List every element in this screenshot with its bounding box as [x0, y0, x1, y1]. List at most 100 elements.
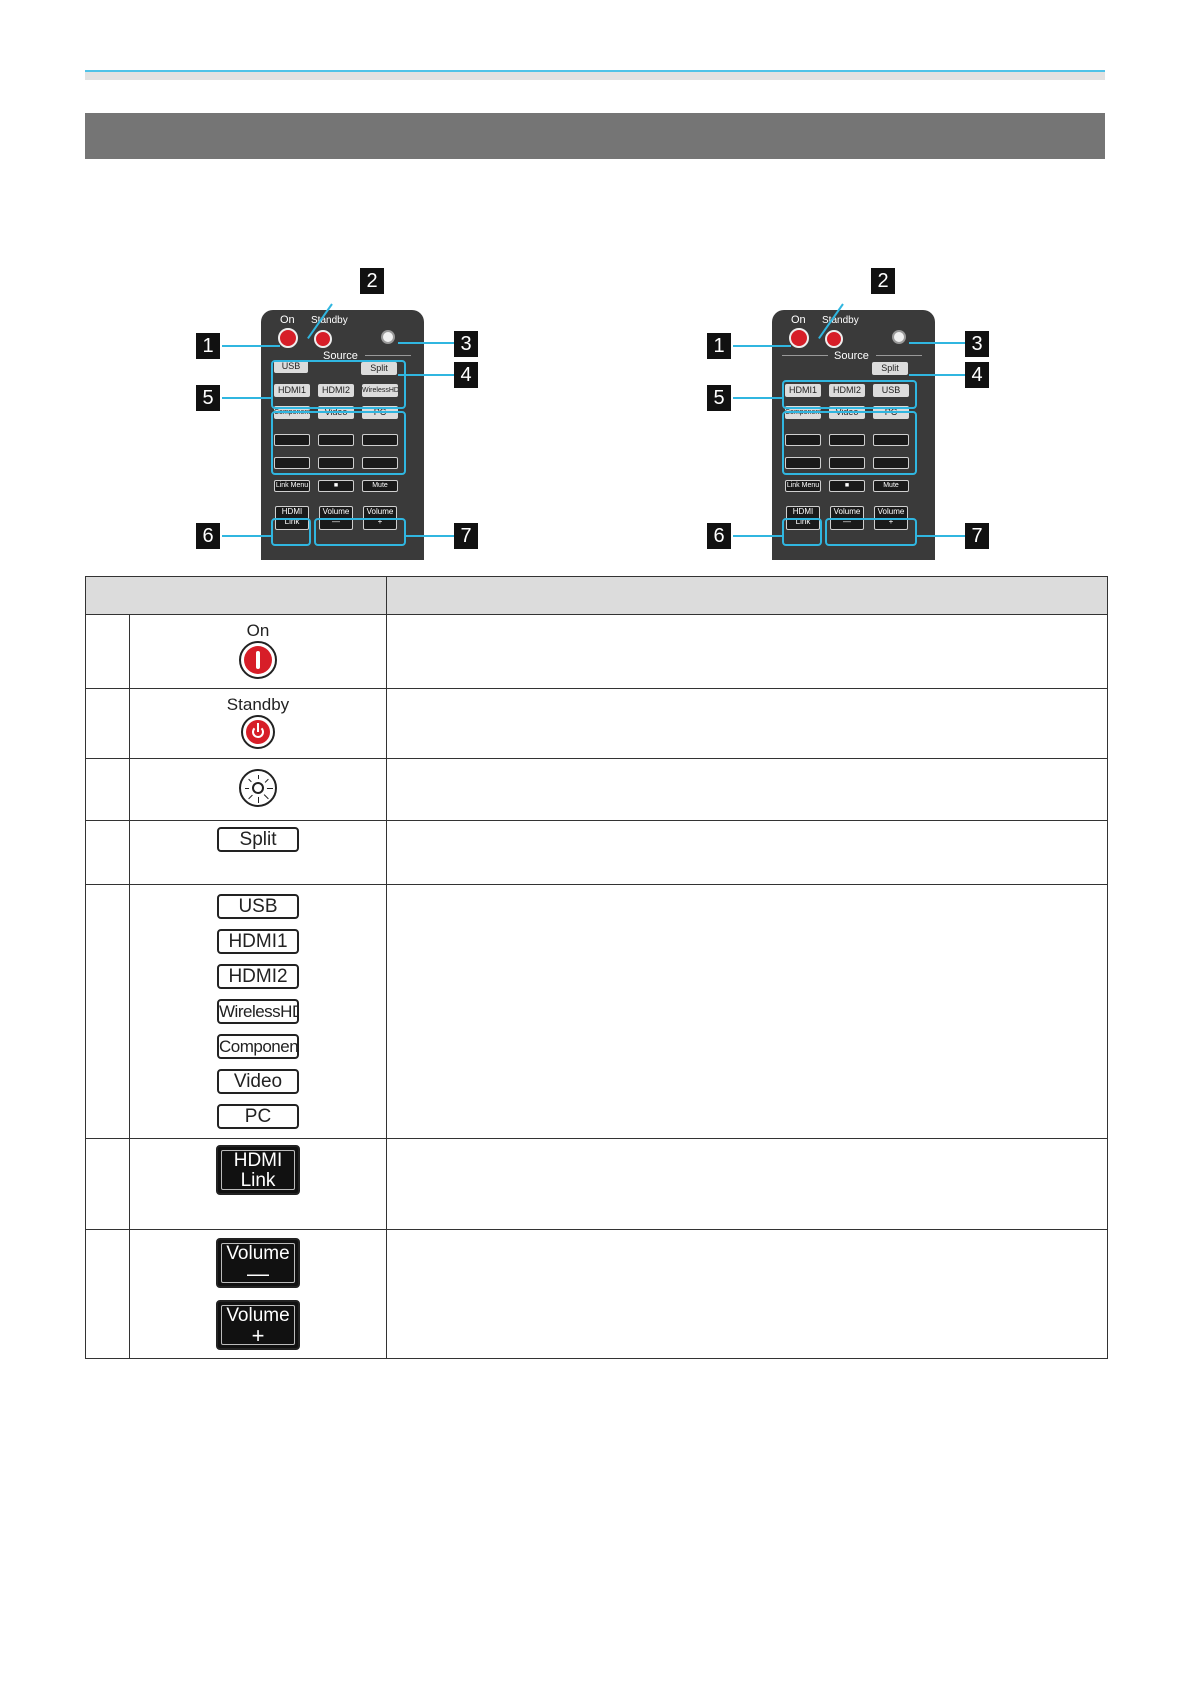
callout-1: 1	[196, 333, 220, 359]
callout-2: 2	[360, 268, 384, 294]
on-power-icon	[789, 328, 809, 348]
standby-power-icon	[314, 330, 332, 348]
play-button	[318, 434, 354, 446]
hdmi-link-top: HDMI	[792, 507, 814, 516]
usb-button: USB	[274, 360, 308, 373]
mute-button: Mute	[873, 480, 909, 492]
remote-figure-left: On Standby Source Split USB HDMI1 HDMI2 …	[192, 268, 492, 560]
standby-caption: Standby	[226, 694, 290, 714]
row-button-cell: On	[129, 614, 387, 689]
link-menu-button: Link Menu	[274, 480, 310, 492]
callout-4: 4	[965, 362, 989, 388]
hdmi-link-bottom: Link	[795, 517, 811, 526]
split-key: Split	[217, 827, 299, 852]
callout-line-7	[406, 535, 454, 537]
table-row: USB HDMI1 HDMI2 WirelessHD Component Vid…	[85, 884, 1108, 1139]
illumination-icon	[239, 768, 277, 807]
callout-line-5	[733, 397, 782, 399]
hdmi-link-top: HDMI	[281, 507, 303, 516]
callout-line-1	[222, 345, 280, 347]
pc-key: PC	[217, 1104, 299, 1129]
volume-plus-key: Volume +	[216, 1300, 300, 1350]
callout-line-1	[733, 345, 791, 347]
split-button: Split	[872, 362, 908, 375]
callout-7: 7	[965, 523, 989, 549]
hdmi2-key: HDMI2	[217, 964, 299, 989]
callout-line-4	[909, 374, 965, 376]
row-function-cell	[386, 758, 1108, 821]
header-rule	[85, 70, 1105, 72]
callout-1: 1	[707, 333, 731, 359]
plus-sign: +	[377, 517, 383, 526]
hdmi1-button: HDMI1	[274, 384, 310, 397]
source-divider-left	[782, 355, 828, 356]
table-row: On	[85, 614, 1108, 689]
row-number-cell	[85, 820, 130, 885]
on-label: On	[791, 314, 806, 326]
pause-button	[829, 457, 865, 469]
hdmi-link-bottom: Link	[284, 517, 300, 526]
callout-2: 2	[871, 268, 895, 294]
minus-sign: —	[247, 1261, 269, 1286]
volume-group-highlight	[314, 518, 406, 546]
row-button-cell: Standby	[129, 688, 387, 759]
row-number-cell	[85, 614, 130, 689]
table-row: HDMI Link	[85, 1138, 1108, 1230]
hdmi2-button: HDMI2	[829, 384, 865, 397]
previous-button	[274, 457, 310, 469]
row-function-cell	[386, 614, 1108, 689]
callout-line-3	[909, 342, 965, 344]
component-key: Component	[217, 1034, 299, 1059]
callout-line-4	[398, 374, 454, 376]
callout-6: 6	[707, 523, 731, 549]
hdmi-link-key-top: HDMI	[233, 1150, 283, 1171]
source-label: Source	[323, 350, 358, 362]
wirelesshd-key: WirelessHD	[217, 999, 299, 1024]
hdmi2-button: HDMI2	[318, 384, 354, 397]
row-number-cell	[85, 884, 130, 1139]
callout-line-5	[222, 397, 271, 399]
section-title-bar	[85, 113, 1105, 159]
table-row: Volume — Volume +	[85, 1229, 1108, 1359]
source-divider-right	[876, 355, 922, 356]
button-function-table: On Standby S	[85, 576, 1108, 1359]
row-function-cell	[386, 1229, 1108, 1359]
hdmi1-button: HDMI1	[785, 384, 821, 397]
header-function-cell	[386, 576, 1108, 615]
standby-power-icon	[241, 714, 275, 749]
row-button-cell: USB HDMI1 HDMI2 WirelessHD Component Vid…	[129, 884, 387, 1139]
usb-button: USB	[873, 384, 909, 397]
play-button	[829, 434, 865, 446]
callout-4: 4	[454, 362, 478, 388]
previous-button	[785, 457, 821, 469]
row-button-cell	[129, 758, 387, 821]
table-row	[85, 758, 1108, 821]
volume-minus-key-label: Volume	[226, 1243, 290, 1264]
volume-minus-label: Volume	[833, 507, 861, 516]
row-number-cell	[85, 1229, 130, 1359]
callout-5: 5	[196, 385, 220, 411]
hdmi1-key: HDMI1	[217, 929, 299, 954]
source-label: Source	[834, 350, 869, 362]
callout-line-3	[398, 342, 454, 344]
minus-sign: —	[332, 517, 340, 526]
fast-forward-button	[362, 434, 398, 446]
volume-plus-label: Volume	[877, 507, 905, 516]
stop-button: ■	[829, 480, 865, 492]
hdmi-link-highlight	[782, 518, 822, 546]
hdmi-link-key-bottom: Link	[240, 1170, 276, 1191]
header-button-cell	[85, 576, 387, 615]
source-group-highlight	[271, 360, 406, 409]
source-divider	[365, 355, 411, 356]
volume-plus-label: Volume	[366, 507, 394, 516]
row-button-cell: Volume — Volume +	[129, 1229, 387, 1359]
callout-3: 3	[965, 331, 989, 357]
row-function-cell	[386, 884, 1108, 1139]
minus-sign: —	[843, 517, 851, 526]
plus-sign: +	[251, 1323, 265, 1348]
media-group-highlight	[271, 411, 406, 475]
callout-6: 6	[196, 523, 220, 549]
table-header-row	[85, 576, 1108, 615]
row-number-cell	[85, 1138, 130, 1230]
pause-button	[318, 457, 354, 469]
